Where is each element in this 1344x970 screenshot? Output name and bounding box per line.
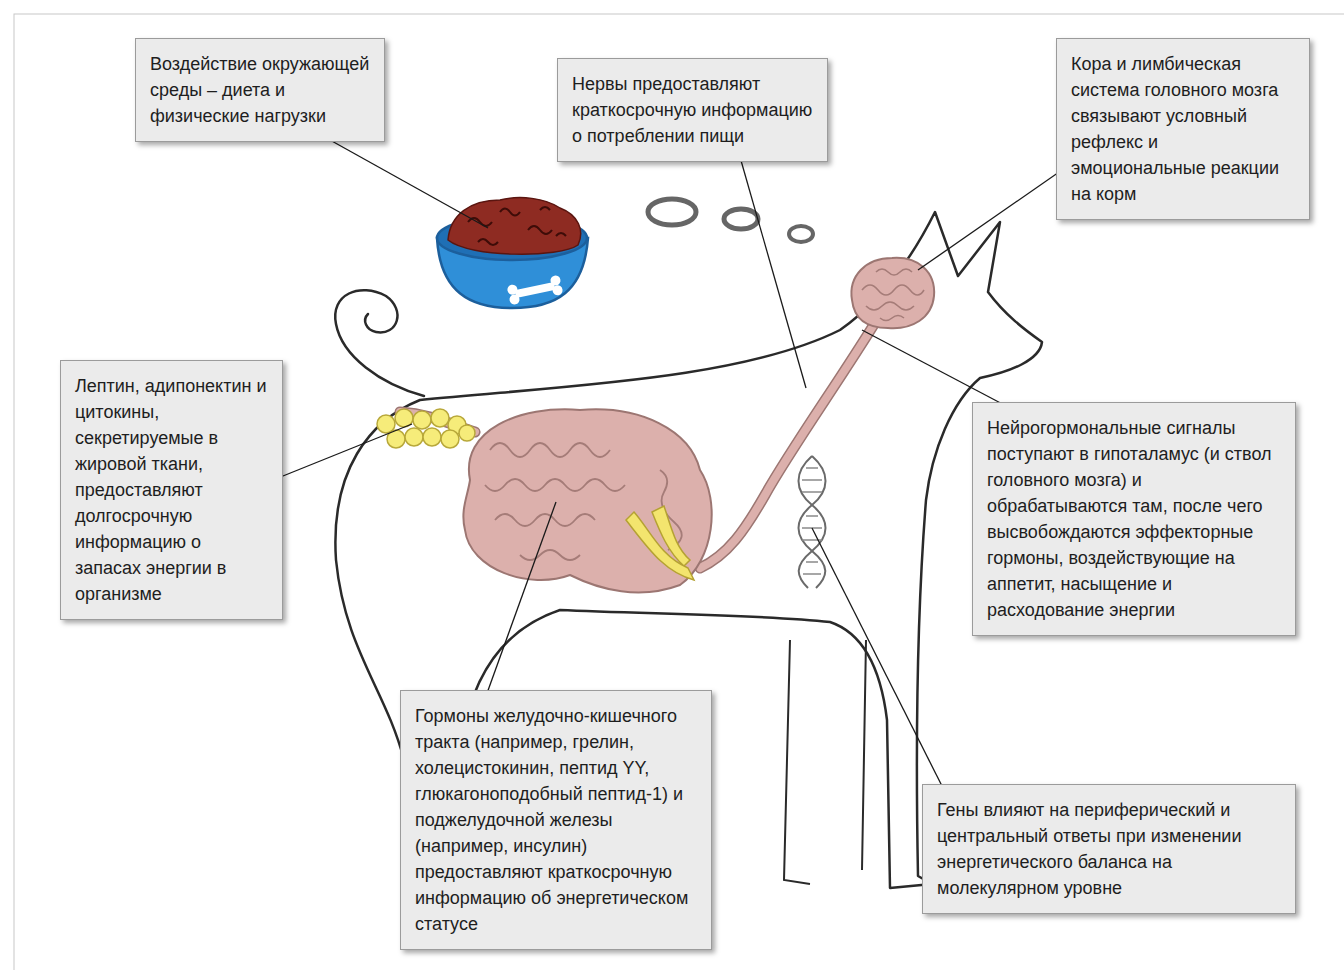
leader-line	[862, 330, 1010, 408]
bone-end	[509, 294, 521, 306]
brain	[851, 258, 934, 328]
callout-box: Гормоны желудочно-кишечного тракта (напр…	[400, 690, 712, 950]
leader-line	[918, 170, 1062, 270]
thought-bubble	[789, 226, 813, 242]
leader-line	[278, 424, 412, 478]
pancreas	[626, 506, 694, 580]
callout-box: Воздействие окружающей среды – диета и ф…	[135, 38, 385, 142]
callout-box: Нейрогормональные сигналы поступают в ги…	[972, 402, 1296, 636]
leader-line	[738, 150, 806, 388]
thought-bubble	[724, 209, 758, 229]
dna-strand	[799, 456, 826, 588]
bone-end	[550, 275, 562, 287]
callout-box: Нервы предоставляют краткосрочную информ…	[557, 58, 828, 162]
bone-end	[507, 284, 519, 296]
thought-bubble	[648, 199, 696, 225]
nerve	[700, 318, 878, 568]
callout-box: Гены влияют на периферический и централь…	[922, 784, 1296, 914]
brain-folds	[862, 269, 924, 321]
fat-cell	[413, 411, 431, 429]
dna-rungs	[802, 468, 822, 574]
fat-cells	[377, 409, 475, 448]
leader-line	[486, 502, 556, 696]
callout-text: Лептин, адипонектин и цитокины, секретир…	[75, 373, 268, 607]
callout-text: Гормоны желудочно-кишечного тракта (напр…	[415, 703, 697, 937]
tail	[335, 290, 424, 396]
frame	[14, 14, 1344, 970]
fat-cell	[459, 425, 475, 441]
callout-box: Лептин, адипонектин и цитокины, секретир…	[60, 360, 283, 620]
callout-text: Нейрогормональные сигналы поступают в ги…	[987, 415, 1281, 623]
callout-text: Кора и лимбическая система головного моз…	[1071, 51, 1295, 207]
leader-line	[812, 528, 944, 790]
callout-box: Кора и лимбическая система головного моз…	[1056, 38, 1310, 220]
nerve-outline	[700, 318, 878, 568]
fat-cell	[431, 409, 449, 427]
leader-line	[330, 140, 488, 228]
bone-end	[552, 284, 564, 296]
fat-cell	[423, 428, 441, 446]
bone-shaft	[515, 282, 556, 298]
callout-text: Воздействие окружающей среды – диета и ф…	[150, 51, 370, 129]
food	[448, 198, 581, 255]
callout-text: Гены влияют на периферический и централь…	[937, 797, 1281, 901]
fat-cell	[405, 428, 423, 446]
food-texture	[468, 207, 566, 245]
dna-strand	[799, 456, 826, 588]
fat-cell	[441, 430, 459, 448]
leg-lines	[784, 640, 866, 884]
bone	[507, 275, 564, 306]
callout-text: Нервы предоставляют краткосрочную информ…	[572, 71, 813, 149]
intestines	[463, 409, 711, 592]
